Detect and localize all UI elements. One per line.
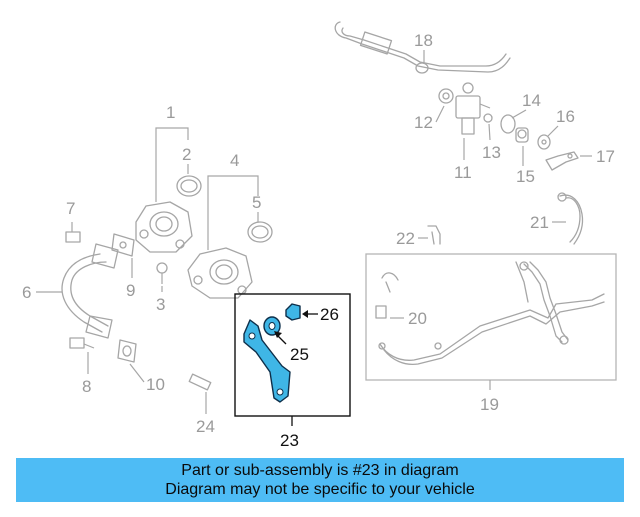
callout-16: 16 xyxy=(556,107,575,126)
part-19-box xyxy=(365,253,617,381)
info-banner: Part or sub-assembly is #23 in diagram D… xyxy=(16,458,624,502)
callout-14: 14 xyxy=(522,91,541,110)
callout-17: 17 xyxy=(596,147,615,166)
callout-8: 8 xyxy=(82,377,91,396)
callout-23: 23 xyxy=(280,431,299,450)
callout-1: 1 xyxy=(166,103,175,122)
clip-13 xyxy=(483,113,493,123)
callout-26: 26 xyxy=(320,305,339,324)
oring-14 xyxy=(500,114,516,134)
bushing-25 xyxy=(263,316,281,336)
bolt-26 xyxy=(285,303,301,321)
callout-15: 15 xyxy=(516,167,535,186)
callout-12: 12 xyxy=(414,113,433,132)
callout-4: 4 xyxy=(230,151,239,170)
hose-22 xyxy=(427,225,441,245)
callout-20: 20 xyxy=(408,309,427,328)
grommet-12 xyxy=(438,88,454,104)
bolt-7 xyxy=(65,222,81,243)
callout-11: 11 xyxy=(454,163,472,182)
banner-line-1: Part or sub-assembly is #23 in diagram xyxy=(181,462,459,479)
stud-24 xyxy=(188,373,212,391)
egr-cooler-4 xyxy=(187,247,253,299)
valve-11 xyxy=(455,82,491,135)
callout-19: 19 xyxy=(480,395,499,414)
bolt-3 xyxy=(156,262,168,284)
pipe-assembly-19 xyxy=(375,261,605,366)
bracket-23-highlighted[interactable] xyxy=(243,319,291,403)
bushing-15 xyxy=(515,127,529,143)
callout-22: 22 xyxy=(396,229,415,248)
washer-16 xyxy=(537,134,551,150)
banner-line-2: Diagram may not be specific to your vehi… xyxy=(165,481,475,498)
callout-24: 24 xyxy=(196,417,215,436)
callout-9: 9 xyxy=(126,281,135,300)
egr-valve-1 xyxy=(135,201,193,253)
callout-18: 18 xyxy=(414,31,433,50)
callout-13: 13 xyxy=(482,143,501,162)
pipe-21 xyxy=(557,192,584,245)
callout-25: 25 xyxy=(290,345,309,364)
gasket-5 xyxy=(247,221,273,243)
pipe-6 xyxy=(61,243,119,339)
hose-18 xyxy=(334,21,511,74)
callout-2: 2 xyxy=(182,145,191,164)
gasket-2 xyxy=(176,175,202,197)
bracket-17 xyxy=(545,151,579,171)
callout-7: 7 xyxy=(66,199,75,218)
gasket-10 xyxy=(117,339,137,363)
bolt-8 xyxy=(69,337,95,349)
gasket-9 xyxy=(111,233,135,257)
callout-5: 5 xyxy=(252,193,261,212)
callout-10: 10 xyxy=(146,375,165,394)
callout-21: 21 xyxy=(530,213,549,232)
callout-6: 6 xyxy=(22,283,31,302)
callout-3: 3 xyxy=(156,295,165,314)
